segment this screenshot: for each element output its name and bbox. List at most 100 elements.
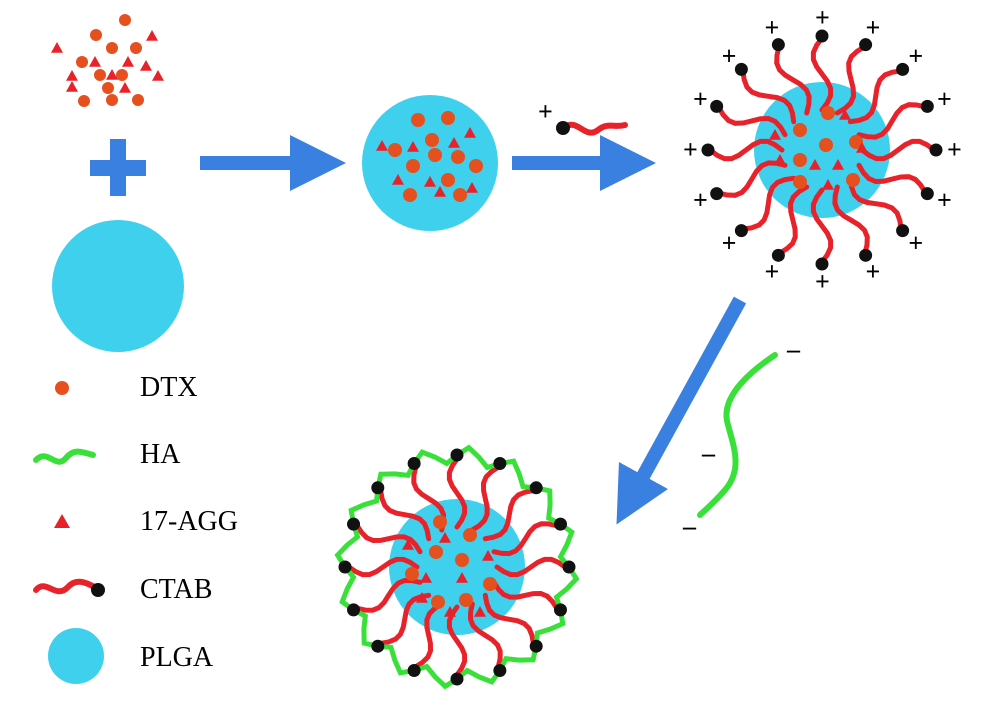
ctab-head xyxy=(920,99,934,113)
dtx-dot xyxy=(428,148,442,162)
ctab-tail xyxy=(378,488,432,542)
ctab-molecule-reagent: + xyxy=(538,97,628,136)
dtx-dot xyxy=(451,150,465,164)
positive-charge: + xyxy=(937,186,952,215)
ctab-tail xyxy=(847,175,904,232)
process-arrow-3 xyxy=(616,296,747,525)
legend-label-agg: 17-AGG xyxy=(140,506,238,537)
agg-triangle xyxy=(424,176,436,187)
ctab-tail xyxy=(446,604,468,678)
agg-triangle xyxy=(822,179,834,190)
ctab-tail xyxy=(469,464,501,533)
agg-triangle xyxy=(856,142,868,153)
legend: DTX HA 17-AGG CTAB PLGA xyxy=(33,372,238,684)
agg-triangle xyxy=(439,532,451,543)
ctab-head xyxy=(493,457,507,471)
dtx-dot xyxy=(106,42,118,54)
agg-triangle xyxy=(456,572,468,583)
ctab-tail xyxy=(491,521,560,557)
positive-charge: + xyxy=(764,257,779,286)
negative-charge: – xyxy=(701,439,716,468)
dtx-dot xyxy=(405,567,419,581)
ctab-head xyxy=(553,603,567,617)
blue-circle-icon xyxy=(48,628,104,684)
dtx-dot xyxy=(453,188,467,202)
agg-triangle xyxy=(119,82,131,93)
ctab-tail xyxy=(856,162,928,196)
red-triangle-icon xyxy=(54,514,70,528)
agg-triangle xyxy=(152,70,164,81)
ctab-tail xyxy=(740,68,797,125)
ctab-tail xyxy=(847,68,904,125)
positive-charge: + xyxy=(947,135,962,164)
dtx-dot xyxy=(849,135,863,149)
legend-label-plga: PLGA xyxy=(140,642,214,673)
positive-charge: + xyxy=(866,13,881,42)
dtx-dot xyxy=(90,29,102,41)
dtx-dot xyxy=(425,133,439,147)
agg-triangle xyxy=(416,592,428,603)
ctab-tail xyxy=(482,592,536,646)
agg-triangle xyxy=(832,159,844,170)
ctab-tail xyxy=(774,44,812,116)
agg-triangle xyxy=(51,42,63,53)
dtx-dot xyxy=(459,593,473,607)
legend-label-dtx: DTX xyxy=(140,372,198,403)
ctab-head xyxy=(896,224,910,238)
agg-triangle xyxy=(448,137,460,148)
positive-charge: + xyxy=(815,267,830,296)
ctab-tail xyxy=(491,579,560,611)
ha-coated-particle xyxy=(334,444,580,690)
agg-triangle xyxy=(444,606,456,617)
legend-label-ha: HA xyxy=(140,439,181,470)
ctab-head xyxy=(710,187,724,201)
dtx-dot xyxy=(132,94,144,106)
positive-charge: + xyxy=(937,84,952,113)
ctab-coated-particle: ++++++++++++++++ xyxy=(683,3,962,296)
ctab-tail xyxy=(346,556,420,578)
ctab-head xyxy=(338,560,352,574)
ctab-head xyxy=(710,99,724,113)
positive-charge: + xyxy=(683,135,698,164)
positive-charge: + xyxy=(866,257,881,286)
agg-triangle xyxy=(839,109,851,120)
positive-charge: + xyxy=(815,3,830,32)
positive-charge: + xyxy=(693,84,708,113)
agg-triangle xyxy=(769,129,781,140)
dtx-dot xyxy=(846,173,860,187)
ctab-tail xyxy=(494,556,568,578)
dtx-dot xyxy=(431,595,445,609)
ctab-tail xyxy=(446,456,468,530)
positive-charge: + xyxy=(908,228,923,257)
dtx-dot xyxy=(119,14,131,26)
ctab-head xyxy=(371,639,385,653)
agg-triangle xyxy=(392,174,404,185)
ctab-tail xyxy=(856,102,928,140)
ctab-head xyxy=(734,62,748,76)
agg-triangle xyxy=(66,81,78,92)
legend-label-ctab: CTAB xyxy=(140,574,212,605)
dtx-dot xyxy=(102,82,114,94)
agg-triangle xyxy=(106,69,118,80)
ctab-head xyxy=(771,248,785,262)
ctab-head xyxy=(553,517,567,531)
agg-triangle xyxy=(434,186,446,197)
ctab-tail xyxy=(413,601,445,670)
negative-charge: – xyxy=(786,335,801,364)
drug-loaded-plga-particle xyxy=(362,95,498,231)
ctab-head xyxy=(701,143,715,157)
ctab-tail xyxy=(810,35,834,113)
agg-triangle xyxy=(809,159,821,170)
orange-dot-icon xyxy=(55,381,69,395)
agg-triangle xyxy=(146,30,158,41)
dtx-dot xyxy=(793,153,807,167)
positive-charge: + xyxy=(764,13,779,42)
positive-charge: + xyxy=(693,186,708,215)
ctab-tail xyxy=(467,601,503,670)
ctab-tail xyxy=(716,160,788,198)
positive-charge: + xyxy=(722,228,737,257)
ctab-tail xyxy=(834,44,868,116)
ctab-tail xyxy=(832,184,870,256)
ctab-head xyxy=(815,29,829,43)
